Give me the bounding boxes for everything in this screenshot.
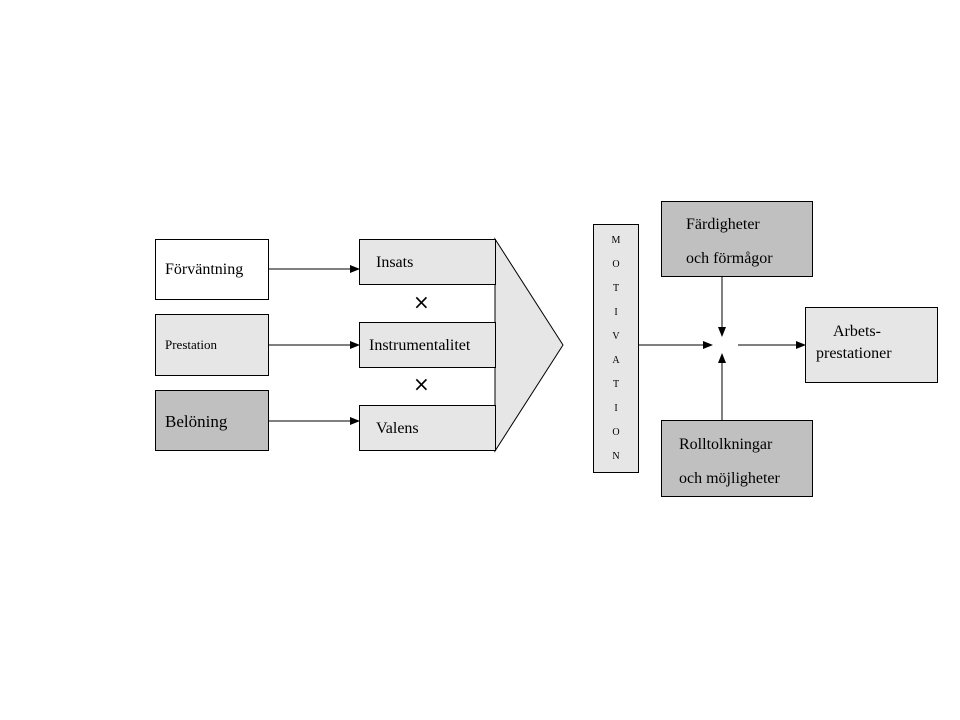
motivation-letter: A — [612, 355, 620, 366]
label-abilities-line1: Färdigheter — [686, 216, 760, 233]
label-prestation: Prestation — [165, 337, 217, 352]
label-instrumentalitet: Instrumentalitet — [369, 337, 471, 354]
multiply-symbol-bottom: × — [413, 372, 430, 396]
motivation-letter: O — [612, 427, 620, 438]
label-outcome-line1: Arbets- — [833, 323, 881, 340]
motivation-letter: N — [612, 451, 620, 462]
label-forvantning: Förväntning — [165, 261, 244, 278]
motivation-letter: I — [614, 403, 618, 414]
box-valens: Valens — [359, 405, 496, 451]
motivation-letter: V — [612, 331, 620, 342]
box-outcome: Arbets- prestationer — [805, 307, 938, 383]
label-abilities-line2: och förmågor — [686, 250, 773, 267]
label-insats: Insats — [376, 254, 414, 271]
box-instrumentalitet: Instrumentalitet — [359, 322, 496, 368]
multiply-symbol-top: × — [413, 290, 430, 314]
motivation-letter: T — [612, 379, 620, 390]
label-beloning: Belöning — [165, 412, 228, 431]
box-abilities: Färdigheter och förmågor — [661, 201, 813, 277]
box-beloning: Belöning — [155, 390, 269, 451]
motivation-letter: O — [612, 259, 620, 270]
motivation-letter: T — [612, 283, 620, 294]
box-insats: Insats — [359, 239, 496, 285]
box-forvantning: Förväntning — [155, 239, 269, 300]
combine-chevron — [494, 237, 564, 453]
box-prestation: Prestation — [155, 314, 269, 376]
label-roles-line1: Rolltolkningar — [679, 436, 773, 453]
box-motivation: M O T I V A T I O N — [593, 224, 639, 473]
box-roles: Rolltolkningar och möjligheter — [661, 420, 813, 497]
label-roles-line2: och möjligheter — [679, 470, 780, 487]
label-outcome-line2: prestationer — [816, 345, 892, 362]
motivation-letter: I — [614, 307, 618, 318]
label-valens: Valens — [376, 420, 419, 437]
motivation-letter: M — [611, 235, 621, 246]
